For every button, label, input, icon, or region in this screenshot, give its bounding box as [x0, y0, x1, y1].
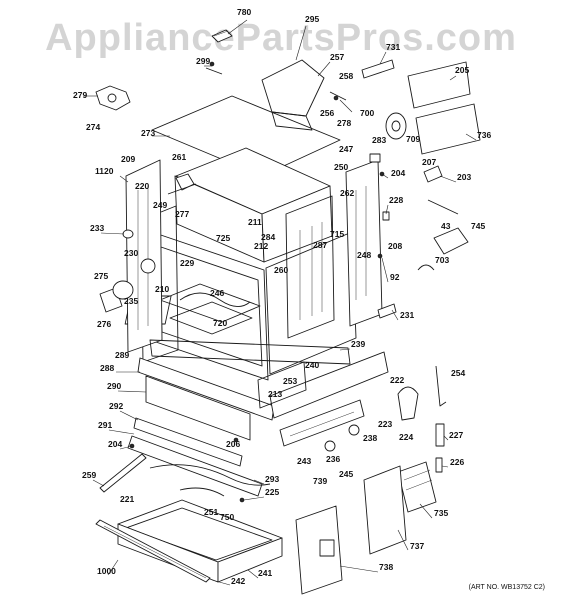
- callout-731: 731: [386, 42, 400, 52]
- callout-247: 247: [339, 144, 353, 154]
- callout-251: 251: [204, 507, 218, 517]
- callout-735: 735: [434, 508, 448, 518]
- callout-739: 739: [313, 476, 327, 486]
- callout-780: 780: [237, 7, 251, 17]
- callout-248: 248: [357, 250, 371, 260]
- right-small-parts-illustration: [295, 153, 469, 595]
- callout-249: 249: [153, 200, 167, 210]
- drawer-panel-illustration: [95, 499, 283, 583]
- callout-279: 279: [73, 90, 87, 100]
- callout-203: 203: [457, 172, 471, 182]
- callout-276: 276: [97, 319, 111, 329]
- callout-292: 292: [109, 401, 123, 411]
- callout-254: 254: [451, 368, 465, 378]
- callout-208: 208: [388, 241, 402, 251]
- callout-720: 720: [213, 318, 227, 328]
- callout-92: 92: [390, 272, 400, 282]
- callout-43: 43: [441, 221, 451, 231]
- callout-737: 737: [410, 541, 424, 551]
- watermark: AppliancePartsPros.com: [45, 17, 517, 59]
- callout-221: 221: [120, 494, 134, 504]
- callout-235: 235: [124, 296, 138, 306]
- callout-709: 709: [406, 134, 420, 144]
- callout-284: 284: [261, 232, 275, 242]
- callout-283: 283: [372, 135, 386, 145]
- callout-207: 207: [422, 157, 436, 167]
- callout-257: 257: [330, 52, 344, 62]
- callout-212: 212: [254, 241, 268, 251]
- callout-226: 226: [450, 457, 464, 467]
- callout-231: 231: [400, 310, 414, 320]
- callout-204: 204: [108, 439, 122, 449]
- callout-204: 204: [391, 168, 405, 178]
- callout-1120: 1120: [95, 166, 114, 176]
- callout-223: 223: [378, 419, 392, 429]
- callout-230: 230: [124, 248, 138, 258]
- callout-278: 278: [337, 118, 351, 128]
- callout-213: 213: [268, 389, 282, 399]
- callout-206: 206: [226, 439, 240, 449]
- callout-299: 299: [196, 56, 210, 66]
- callout-253: 253: [283, 376, 297, 386]
- callout-290: 290: [107, 381, 121, 391]
- callout-210: 210: [155, 284, 169, 294]
- callout-725: 725: [216, 233, 230, 243]
- callout-274: 274: [86, 122, 100, 132]
- callout-236: 236: [326, 454, 340, 464]
- callout-291: 291: [98, 420, 112, 430]
- callout-275: 275: [94, 271, 108, 281]
- callout-246: 246: [210, 288, 224, 298]
- callout-241: 241: [258, 568, 272, 578]
- callout-750: 750: [220, 512, 234, 522]
- callout-287: 287: [313, 240, 327, 250]
- callout-277: 277: [175, 209, 189, 219]
- callout-209: 209: [121, 154, 135, 164]
- callout-703: 703: [435, 255, 449, 265]
- callout-261: 261: [172, 152, 186, 162]
- callout-260: 260: [274, 265, 288, 275]
- callout-233: 233: [90, 223, 104, 233]
- callout-262: 262: [340, 188, 354, 198]
- callout-250: 250: [334, 162, 348, 172]
- callout-243: 243: [297, 456, 311, 466]
- callout-227: 227: [449, 430, 463, 440]
- callout-258: 258: [339, 71, 353, 81]
- callout-242: 242: [231, 576, 245, 586]
- callout-1000: 1000: [97, 566, 116, 576]
- callout-239: 239: [351, 339, 365, 349]
- callout-228: 228: [389, 195, 403, 205]
- callout-225: 225: [265, 487, 279, 497]
- callout-238: 238: [363, 433, 377, 443]
- vent-duct-illustration: [205, 29, 481, 155]
- callout-700: 700: [360, 108, 374, 118]
- oven-body-illustration: [124, 95, 383, 381]
- leader-lines: [84, 19, 477, 586]
- callout-211: 211: [248, 217, 262, 227]
- left-small-parts-illustration: [95, 85, 197, 313]
- callout-738: 738: [379, 562, 393, 572]
- callout-205: 205: [455, 65, 469, 75]
- callout-220: 220: [135, 181, 149, 191]
- callout-229: 229: [180, 258, 194, 268]
- callout-256: 256: [320, 108, 334, 118]
- callout-273: 273: [141, 128, 155, 138]
- callout-259: 259: [82, 470, 96, 480]
- callout-736: 736: [477, 130, 491, 140]
- callout-289: 289: [115, 350, 129, 360]
- callout-745: 745: [471, 221, 485, 231]
- callout-295: 295: [305, 14, 319, 24]
- callout-288: 288: [100, 363, 114, 373]
- callout-240: 240: [305, 360, 319, 370]
- callout-245: 245: [339, 469, 353, 479]
- art-number: (ART NO. WB13752 C2): [469, 584, 545, 591]
- callout-222: 222: [390, 375, 404, 385]
- callout-715: 715: [330, 229, 344, 239]
- callout-293: 293: [265, 474, 279, 484]
- callout-224: 224: [399, 432, 413, 442]
